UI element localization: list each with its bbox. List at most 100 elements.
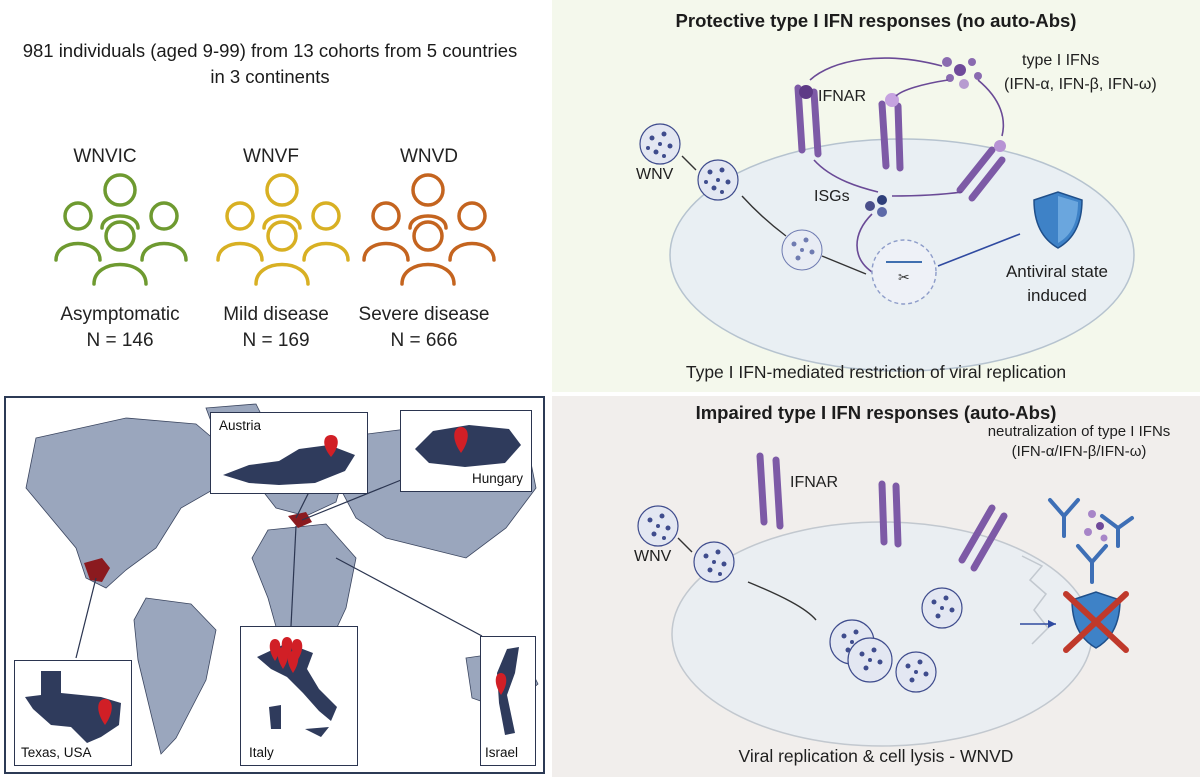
people-group-icon-wnvf <box>216 173 350 286</box>
inset-italy: Italy <box>240 626 358 766</box>
ifnar-label: IFNAR <box>790 474 838 491</box>
svg-text:✂: ✂ <box>898 270 910 286</box>
world-map-panel: Austria Hungary Texas, USA <box>4 396 545 774</box>
impaired-diagram <box>637 452 1134 747</box>
inset-label-texas: Texas, USA <box>21 745 92 760</box>
protective-caption: Type I IFN-mediated restriction of viral… <box>685 362 1067 382</box>
protective-diagram: ✂ <box>639 57 1135 372</box>
map-pin-icon <box>495 673 507 695</box>
virus-icon <box>847 637 893 683</box>
wnv-label: WNV <box>636 166 674 183</box>
inset-hungary: Hungary <box>400 410 532 492</box>
group-count: N = 146 <box>86 330 154 351</box>
arrow-viral-replication <box>747 581 817 621</box>
crossed-shield-icon <box>1063 591 1129 653</box>
neutralization-label: neutralization of type I IFNs (IFN-α/IFN… <box>962 422 1196 462</box>
group-name-wnvf: WNVF <box>243 146 299 167</box>
arrow-virus-to-restriction <box>821 255 867 275</box>
group-count: N = 666 <box>390 330 458 351</box>
ifn-ligand-cluster-icon <box>942 57 982 89</box>
virus-icon <box>895 651 937 693</box>
virus-icon <box>639 123 681 165</box>
austria-shape <box>223 435 355 485</box>
ligand-icon <box>885 93 899 107</box>
antiviral-line-1: Antiviral state <box>1005 262 1109 281</box>
ifnar-receptor-icon <box>756 452 784 530</box>
inset-israel: Israel <box>480 636 536 766</box>
group-name-wnvd: WNVD <box>399 146 459 167</box>
group-desc-wnvd: Severe disease N = 666 <box>334 302 514 354</box>
ifnar-label: IFNAR <box>818 88 866 105</box>
cell-shape <box>671 521 1093 747</box>
arrow-signal-to-isg <box>813 159 879 193</box>
group-name-wnvic: WNVIC <box>73 146 137 167</box>
map-pin-icon <box>324 435 338 457</box>
group-description: Severe disease <box>358 304 490 325</box>
isg-label: ISGs <box>814 188 850 205</box>
israel-shape <box>495 647 519 735</box>
group-description: Asymptomatic <box>60 304 180 325</box>
impaired-title: Impaired type I IFN responses (auto-Abs) <box>695 402 1057 423</box>
inset-label-italy: Italy <box>249 745 274 760</box>
arrow-isg-to-virus <box>856 213 873 273</box>
restricted-virus-icon: ✂ <box>871 239 937 305</box>
ifnar-receptor-icon <box>958 504 1008 572</box>
ifnar-receptor-icon <box>878 480 902 548</box>
texas-shape <box>25 671 121 743</box>
virus-icon <box>693 541 735 583</box>
inset-label-hungary: Hungary <box>471 471 523 486</box>
inset-austria: Austria <box>210 412 368 494</box>
ifnar-receptor-icon <box>878 100 904 172</box>
people-group-icon-wnvic <box>54 173 188 286</box>
inset-texas: Texas, USA <box>14 660 132 766</box>
texas-highlight <box>84 558 110 582</box>
neutralization-line-1: neutralization of type I IFNs <box>987 423 1171 440</box>
protective-title: Protective type I IFN responses (no auto… <box>675 10 1077 31</box>
neutralization-line-2: (IFN-α/IFN-β/IFN-ω) <box>1011 443 1147 460</box>
wnv-label: WNV <box>634 548 672 565</box>
map-pin-icon <box>98 699 112 725</box>
italy-shape <box>257 637 337 737</box>
ifnar-receptor-icon <box>794 84 822 158</box>
central-europe-highlight <box>288 512 312 528</box>
shield-icon <box>1033 191 1083 249</box>
group-desc-wnvf: Mild disease N = 169 <box>186 302 366 354</box>
arrow-virus-entry <box>677 537 693 553</box>
group-count: N = 169 <box>242 330 310 351</box>
arrow-ligand-to-receptor-3 <box>977 79 1005 137</box>
people-group-icon-wnvd <box>362 173 496 286</box>
connector-israel <box>335 557 483 637</box>
ifn-ligand-cluster-icon <box>1084 510 1108 542</box>
ifn-label: type I IFNs <box>1022 52 1100 69</box>
ligand-icon <box>994 140 1006 152</box>
arrow-ligand-to-receptor-1 <box>809 57 943 81</box>
ligand-icon <box>799 85 813 99</box>
antiviral-state-label: Antiviral state induced <box>1002 260 1112 308</box>
group-desc-wnvic: Asymptomatic N = 146 <box>30 302 210 354</box>
arrow-virus-internalization <box>741 195 787 237</box>
cohort-summary: 981 individuals (aged 9-99) from 13 coho… <box>22 40 518 87</box>
isg-molecules-icon <box>865 195 887 217</box>
map-pin-icon <box>269 637 303 673</box>
impaired-panel: Impaired type I IFN responses (auto-Abs) <box>552 396 1200 777</box>
arrow-ligand-to-receptor-2 <box>895 79 949 97</box>
inset-label-israel: Israel <box>485 745 519 760</box>
inset-label-austria: Austria <box>219 418 262 433</box>
connector-texas <box>75 577 97 659</box>
arrow-virus-entry <box>681 155 697 171</box>
arrow-to-antiviral-state <box>937 233 1021 267</box>
impaired-caption: Viral replication & cell lysis - WNVD <box>738 746 1014 766</box>
connector-hungary <box>301 477 407 521</box>
ifn-types-label: (IFN-α, IFN-β, IFN-ω) <box>1004 76 1157 93</box>
virus-icon <box>781 229 823 271</box>
antiviral-line-2: induced <box>1027 286 1087 305</box>
virus-icon <box>921 587 963 629</box>
connector-italy <box>290 525 297 627</box>
antibody-icon <box>1048 498 1134 584</box>
hungary-shape <box>415 425 521 467</box>
south-america-shape <box>133 597 217 755</box>
cohort-panel: 981 individuals (aged 9-99) from 13 coho… <box>0 0 548 392</box>
virus-icon <box>637 505 679 547</box>
ifnar-receptor-icon <box>956 146 1006 202</box>
north-america-shape <box>25 417 237 589</box>
